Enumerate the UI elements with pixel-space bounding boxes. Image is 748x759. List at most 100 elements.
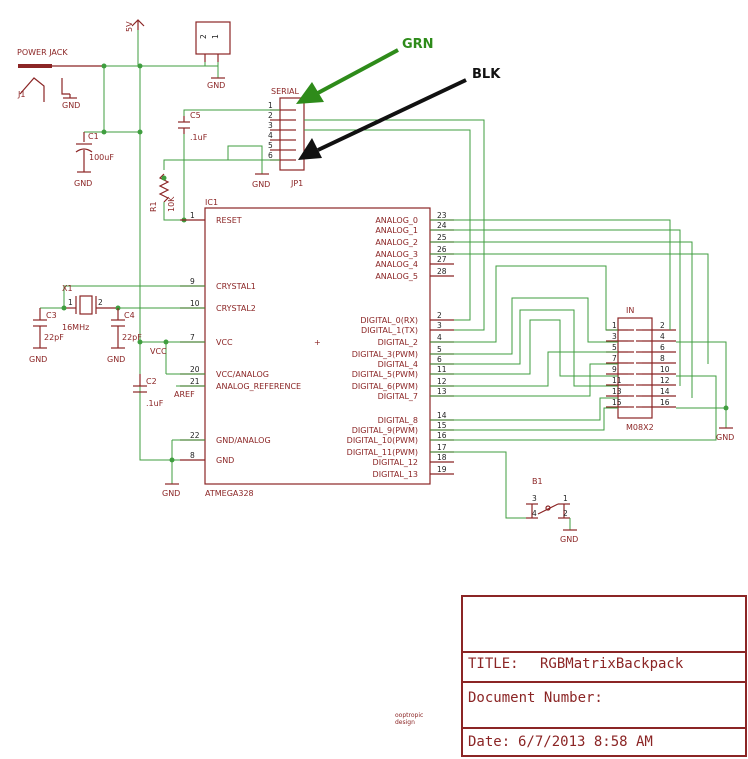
ic-pin-name: DIGITAL_1(TX) [361, 326, 418, 335]
gnd-symbol-jack: GND [62, 94, 80, 110]
ic-pin-name: CRYSTAL1 [216, 282, 256, 291]
crystal-x1: X1 16MHz 1 2 [61, 284, 205, 332]
b1-pin-2: 2 [563, 509, 568, 518]
ic-pin-name: VCC/ANALOG [216, 370, 269, 379]
ic-pin-number: 19 [437, 465, 447, 474]
logo-line-1: ooptropic [395, 712, 423, 719]
connector-pin-number: 12 [660, 376, 670, 385]
ic-pin-name: ANALOG_2 [375, 238, 418, 247]
ic-pin-name: ANALOG_0 [375, 216, 418, 225]
ic-pin-name: RESET [216, 216, 242, 225]
ic-pin-number: 24 [437, 221, 447, 230]
connector-pin-4: 4 [636, 332, 676, 342]
ic-pin-number: 1 [190, 211, 195, 220]
ic-pin-name: ANALOG_5 [375, 272, 418, 281]
grn-arrow: GRN [296, 37, 434, 104]
ic-pin-number: 11 [437, 365, 447, 374]
ic-pin-number: 4 [437, 333, 442, 342]
connector-pin-11: 11 [606, 376, 634, 386]
ic-pin-number: 28 [437, 267, 447, 276]
ic-pin-number: 15 [437, 421, 447, 430]
ic-pin-number: 3 [437, 321, 442, 330]
ic-pin-number: 8 [190, 451, 195, 460]
gnd-label: GND [74, 179, 92, 188]
ic-pin-name: DIGITAL_6(PWM) [352, 382, 418, 391]
c2-value: .1uF [146, 399, 164, 408]
header-pin-2: 2 [199, 34, 208, 39]
j1-label: J1 [17, 90, 25, 99]
connector-pin-13: 13 [606, 387, 634, 397]
serial-pin-4: 4 [268, 131, 296, 141]
blk-label: BLK [472, 67, 501, 82]
c1-name: C1 [88, 132, 99, 141]
c2-name: C2 [146, 377, 157, 386]
header-pin-1: 1 [211, 34, 220, 39]
ic-pin-number: 27 [437, 255, 447, 264]
ic-pin-name: DIGITAL_10(PWM) [347, 436, 418, 445]
connector-pin-7: 7 [606, 354, 634, 364]
ic-pin-number: 21 [190, 377, 200, 386]
connector-pin-number: 6 [660, 343, 665, 352]
serial-pin-1: 1 [268, 101, 296, 111]
c4-name: C4 [124, 311, 135, 320]
ic-pin-name: DIGITAL_12 [373, 458, 418, 467]
capacitor-c5: C5 .1uF [178, 109, 270, 220]
ic-pin-number: 5 [437, 345, 442, 354]
r1-name: R1 [149, 201, 158, 212]
serial-pin-3: 3 [268, 121, 296, 131]
ic-pin-number: 16 [437, 431, 447, 440]
x1-value: 16MHz [62, 323, 89, 332]
serial-pin-number: 2 [268, 111, 273, 120]
connector-pin-9: 9 [606, 365, 634, 375]
connector-pin-number: 2 [660, 321, 665, 330]
blk-arrow: BLK [298, 67, 501, 160]
ic-pin-name: ANALOG_4 [375, 260, 418, 269]
connector-pin-3: 3 [606, 332, 634, 342]
connector-part: M08X2 [626, 423, 654, 432]
ic-pin-name: DIGITAL_13 [373, 470, 418, 479]
x1-pin-1: 1 [68, 298, 73, 307]
logo: ooptropic design [395, 712, 423, 726]
gnd-label: GND [107, 355, 125, 364]
ic-pin-number: 20 [190, 365, 200, 374]
connector-pin-6: 6 [636, 343, 676, 353]
ic-pin-number: 9 [190, 277, 195, 286]
ic-pin-number: 25 [437, 233, 447, 242]
c1-value: 100uF [89, 153, 114, 162]
date-label: Date: [468, 734, 510, 750]
ic-pin-name: DIGITAL_0(RX) [360, 316, 418, 325]
resistor-r1: R1 10K [149, 159, 270, 223]
connector-pin-number: 7 [612, 354, 617, 363]
x1-pin-2: 2 [98, 298, 103, 307]
connector-pin-8: 8 [636, 354, 676, 364]
five-v-label: 5V [125, 21, 134, 32]
title-block: TITLE: RGBMatrixBackpack Document Number… [461, 595, 747, 757]
connector-pin-14: 14 [636, 387, 676, 397]
ic-pin-number: 14 [437, 411, 447, 420]
serial-pin-6: 6 [268, 151, 296, 161]
ic-pin-number: 17 [437, 443, 447, 452]
connector-pin-10: 10 [636, 365, 676, 375]
ic-pin-name: DIGITAL_5(PWM) [352, 370, 418, 379]
connector-pin-number: 8 [660, 354, 665, 363]
c3-value: 22pF [44, 333, 64, 342]
title-value: RGBMatrixBackpack [540, 656, 684, 672]
document-number-label: Document Number: [468, 690, 603, 706]
b1-ref: B1 [532, 477, 543, 486]
connector-pin-number: 5 [612, 343, 617, 352]
connector-pin-number: 15 [612, 398, 622, 407]
ic-pin-name: DIGITAL_4 [378, 360, 418, 369]
vcc-net-label: VCC [150, 347, 167, 356]
title-label: TITLE: [468, 656, 519, 672]
ic-pin-name: DIGITAL_3(PWM) [352, 350, 418, 359]
serial-pin-number: 6 [268, 151, 273, 160]
gnd-label: GND [560, 535, 578, 544]
